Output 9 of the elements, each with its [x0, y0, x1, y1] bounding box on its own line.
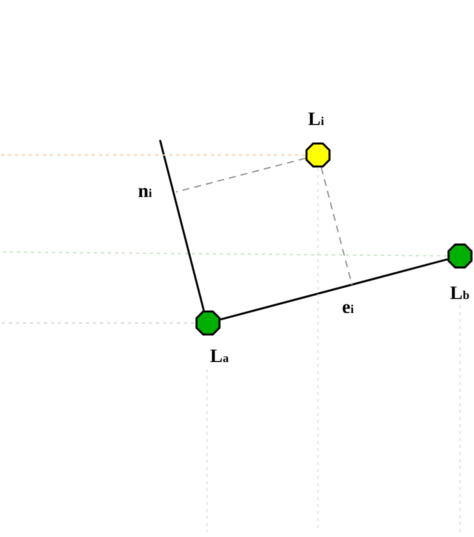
- guide-line: [0, 322, 194, 324]
- projection-line: [320, 167, 353, 286]
- guide-line: [0, 251, 447, 256]
- guide-line: [459, 305, 461, 532]
- guide-line: [206, 369, 208, 532]
- guide-line: [0, 154, 305, 156]
- projection-line: [176, 158, 306, 193]
- line-segment: [159, 140, 205, 311]
- line-segment: [219, 258, 448, 321]
